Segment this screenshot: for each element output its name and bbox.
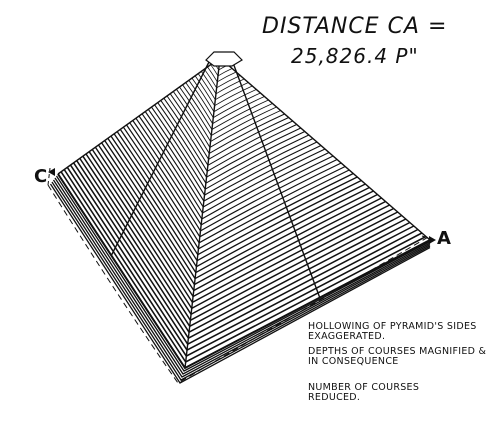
distance-title: DISTANCE CA =	[262, 14, 448, 39]
base-course-line	[52, 179, 431, 378]
course-line	[125, 124, 342, 238]
note-hollowing: HOLLOWING OF PYRAMID'S SIDES EXAGGERATED…	[308, 321, 477, 342]
course-line	[69, 164, 415, 346]
pyramid-edge-line	[184, 57, 221, 369]
course-line	[160, 100, 297, 173]
distance-value: 25,826.4 P"	[291, 44, 419, 68]
course-line	[110, 135, 362, 268]
note-number: NUMBER OF COURSES REDUCED.	[308, 382, 420, 403]
base-course-line	[54, 177, 431, 375]
a-arrowhead	[429, 236, 436, 244]
pyramid-edge-line	[231, 59, 321, 298]
base-course-line	[55, 175, 431, 372]
note-depths: DEPTHS OF COURSES MAGNIFIED & IN CONSEQU…	[308, 346, 487, 367]
base-course-line	[51, 181, 431, 381]
pyramid-edges	[57, 57, 431, 369]
pyramid-outline	[57, 51, 431, 370]
pyramid-edge-line	[57, 57, 221, 175]
c-arrowhead	[48, 168, 55, 176]
c-dashed-line	[47, 167, 51, 186]
base-edge	[57, 173, 431, 370]
course-line	[188, 80, 261, 119]
base-dashed-outline	[47, 167, 436, 384]
corner-label-c: C	[34, 166, 48, 187]
corner-label-a: A	[437, 228, 451, 249]
pyramid-edge-line	[110, 59, 211, 256]
base-course-line	[49, 183, 431, 384]
apex-platform	[205, 51, 243, 67]
pyramid-edge-line	[219, 57, 431, 241]
